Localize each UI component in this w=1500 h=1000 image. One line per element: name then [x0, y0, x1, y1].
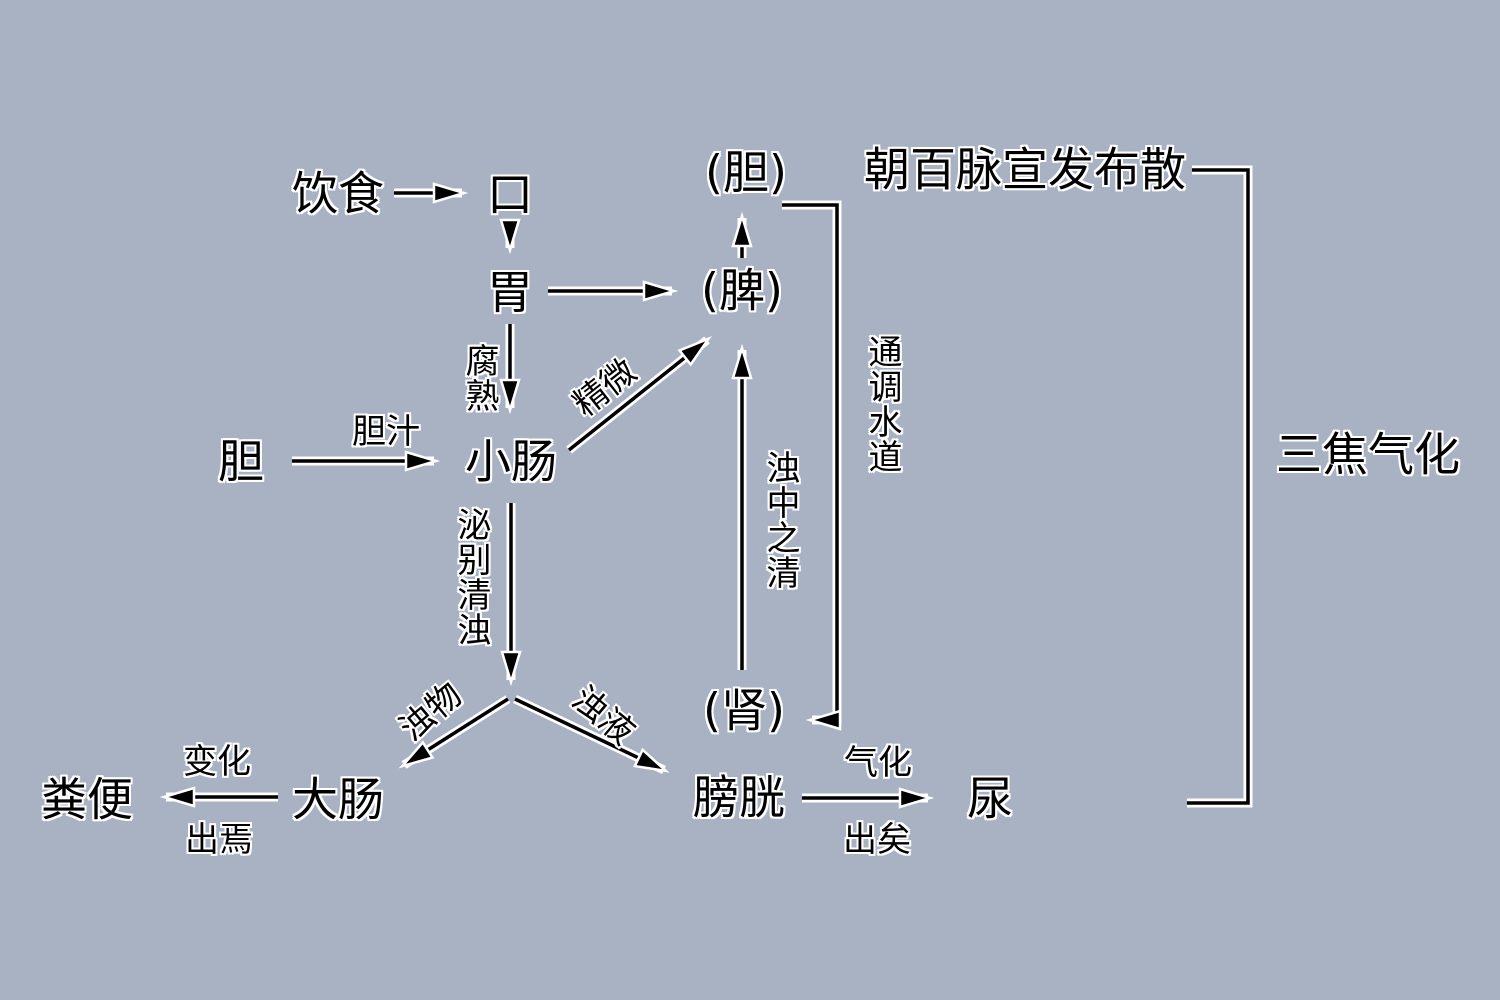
- edge-label-mibie-qingzhuo: 泌别清浊: [451, 507, 492, 647]
- edge-label-danzhi: 胆汁: [352, 411, 420, 452]
- node-fenbian: 粪便: [41, 772, 133, 827]
- edge-label-qihua: 气化: [844, 742, 912, 783]
- node-shen: (肾): [703, 683, 785, 738]
- edge-label-chuyan: 出焉: [185, 819, 253, 860]
- node-pi: (脾): [701, 263, 783, 318]
- elbow-dan-to-shen-tongtiaoshuidao: [782, 200, 842, 731]
- edge-label-bianhua: 变化: [183, 741, 251, 782]
- edge-label-tongtiao-shuidao: 通调水道: [862, 334, 903, 474]
- node-dan-paren: (胆): [705, 145, 787, 200]
- bracket-sanjiao-qihua: [1187, 165, 1253, 808]
- title-chao-bai-mai: 朝百脉宣发布散: [864, 142, 1186, 197]
- node-yinshi: 饮食: [292, 166, 384, 221]
- edge-label-fushu: 腐熟: [459, 343, 500, 413]
- node-wei: 胃: [487, 265, 533, 320]
- arrow-branch-to-dachang: [398, 695, 511, 769]
- node-dachang: 大肠: [292, 772, 384, 827]
- node-kou: 口: [487, 167, 533, 222]
- label-sanjiao-qihua: 三焦气化: [1276, 427, 1460, 482]
- node-niao: 尿: [967, 771, 1013, 826]
- arrow-xiaochang-to-pi-jingwei: [566, 336, 712, 454]
- node-xiaochang: 小肠: [465, 434, 557, 489]
- edge-label-chuyi: 出矣: [843, 819, 911, 860]
- edge-label-zhuozhong-zhiqing: 浊中之清: [760, 450, 801, 590]
- node-dan: 胆: [218, 434, 264, 489]
- node-pangguang: 膀胱: [693, 770, 785, 825]
- arrow-branch-to-pangguang: [513, 694, 670, 775]
